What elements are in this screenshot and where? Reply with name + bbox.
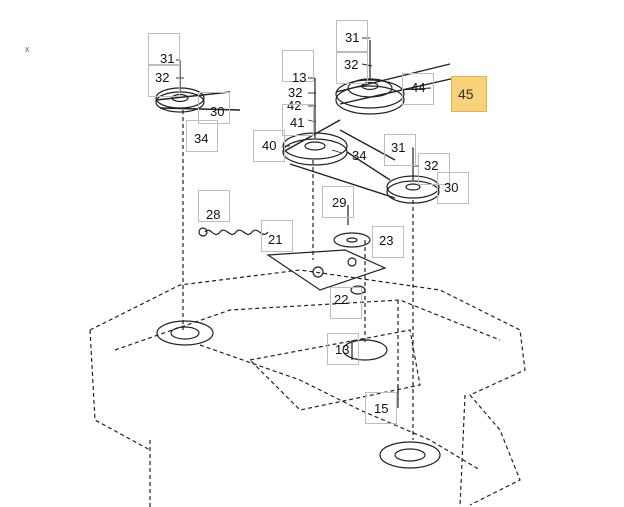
part-label-34a: 34: [194, 131, 209, 146]
callout-box-22: [330, 287, 362, 319]
part-label-31b: 31: [345, 30, 360, 45]
drive-pulley: [335, 40, 405, 115]
part-label-32a: 32: [155, 70, 170, 85]
part-label-23: 23: [379, 233, 394, 248]
part-label-31c: 31: [391, 140, 406, 155]
part-label-15: 15: [374, 401, 389, 416]
callout-box-13b: [327, 333, 359, 365]
part-label-32b: 32: [288, 85, 303, 100]
washer: [333, 232, 371, 248]
part-label-31a: 31: [160, 51, 175, 66]
part-label-45: 45: [458, 86, 474, 102]
right-pulley: [386, 148, 440, 204]
mower-deck: [89, 269, 526, 507]
callout-box-28: [198, 190, 230, 222]
part-label-13a: 13: [292, 70, 307, 85]
part-label-40: 40: [262, 138, 277, 153]
callout-box-45-highlighted: [451, 76, 487, 112]
part-label-30a: 30: [210, 104, 225, 119]
callout-box-34a: [186, 120, 218, 152]
callout-box-44: [402, 73, 434, 105]
callout-box-41: [282, 104, 314, 136]
outline-label: x: [25, 44, 30, 54]
part-label-13b: 13: [335, 342, 350, 357]
right-spindle-well: [379, 441, 441, 469]
part-label-32d: 32: [424, 158, 439, 173]
callout-box-40: [253, 130, 285, 162]
part-label-44: 44: [411, 80, 426, 95]
callout-box-13a: [282, 50, 314, 82]
callout-box-31a: [148, 33, 180, 65]
callout-box-32a: [148, 65, 180, 97]
callout-box-32d: [418, 153, 450, 185]
callout-box-31b: [336, 20, 368, 52]
bracket: [266, 249, 387, 291]
callout-box-23: [372, 226, 404, 258]
part-label-32c: 32: [344, 57, 359, 72]
belts: [155, 63, 456, 199]
callout-box-32c: [336, 52, 368, 84]
part-label-34b: 34: [352, 148, 367, 163]
part-label-21: 21: [268, 232, 283, 247]
part-label-30b: 30: [444, 180, 459, 195]
callout-box-15: [365, 392, 397, 424]
callout-box-21: [261, 220, 293, 252]
part-label-42: 42: [287, 98, 302, 113]
callout-box-29: [322, 186, 354, 218]
part-label-41: 41: [290, 115, 305, 130]
spring: [198, 227, 269, 237]
callout-box-30b: [437, 172, 469, 204]
part-label-29: 29: [332, 195, 347, 210]
left-spindle-well: [156, 320, 214, 346]
part-label-28: 28: [206, 207, 221, 222]
callout-box-30a: [198, 92, 230, 124]
callout-box-31c: [384, 134, 416, 166]
part-label-22: 22: [334, 292, 349, 307]
